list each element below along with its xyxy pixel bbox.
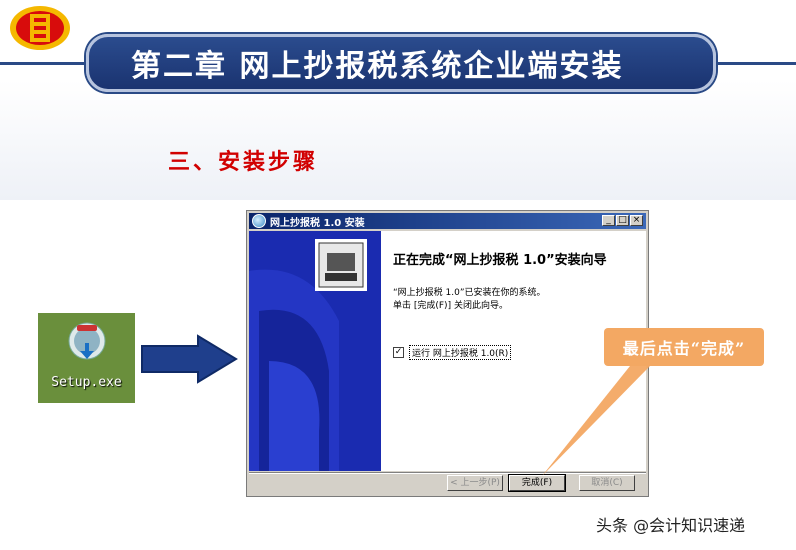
instruction-callout: 最后点击“完成”	[604, 328, 764, 366]
wizard-message: “网上抄报税 1.0”已安装在你的系统。 单击 [完成(F)] 关闭此向导。	[393, 287, 546, 313]
close-icon[interactable]: ×	[630, 215, 643, 226]
installer-window: 网上抄报税 1.0 安装 _ □ × 正在完成“网上抄报税 1.0”安装向导 “…	[246, 210, 649, 497]
app-icon	[252, 214, 266, 228]
window-controls: _ □ ×	[602, 215, 643, 226]
window-title: 网上抄报税 1.0 安装	[270, 217, 365, 229]
watermark: 头条 @会计知识速递	[596, 516, 746, 535]
back-button[interactable]: < 上一步(P)	[447, 475, 503, 491]
setup-exe-label: Setup.exe	[51, 375, 122, 390]
wizard-message-line1: “网上抄报税 1.0”已安装在你的系统。	[393, 288, 546, 298]
slide-title: 第二章 网上抄报税系统企业端安装	[131, 49, 624, 84]
minimize-icon[interactable]: _	[602, 215, 615, 226]
wizard-sidebar-art	[249, 231, 381, 471]
setup-exe-icon-tile[interactable]: Setup.exe	[38, 313, 135, 403]
slide-background	[0, 0, 796, 200]
window-titlebar[interactable]: 网上抄报税 1.0 安装 _ □ ×	[249, 213, 646, 229]
maximize-icon[interactable]: □	[616, 215, 629, 226]
wizard-heading: 正在完成“网上抄报税 1.0”安装向导	[393, 253, 607, 268]
cancel-button[interactable]: 取消(C)	[579, 475, 635, 491]
wizard-sidebar-graphic	[249, 231, 381, 471]
right-arrow-icon	[141, 334, 238, 384]
wizard-message-line2: 单击 [完成(F)] 关闭此向导。	[393, 301, 508, 311]
slide-title-bar: 第二章 网上抄报税系统企业端安装	[86, 34, 716, 92]
section-heading: 三、安装步骤	[168, 149, 319, 175]
run-app-checkbox[interactable]: ✓ 运行 网上抄报税 1.0(R)	[393, 345, 512, 360]
checkbox-check-icon[interactable]: ✓	[393, 347, 404, 358]
setup-installer-icon	[68, 322, 106, 360]
finish-button[interactable]: 完成(F)	[508, 474, 566, 492]
button-divider	[249, 472, 646, 473]
tax-emblem-icon	[10, 6, 70, 50]
run-app-checkbox-label: 运行 网上抄报税 1.0(R)	[409, 345, 512, 360]
